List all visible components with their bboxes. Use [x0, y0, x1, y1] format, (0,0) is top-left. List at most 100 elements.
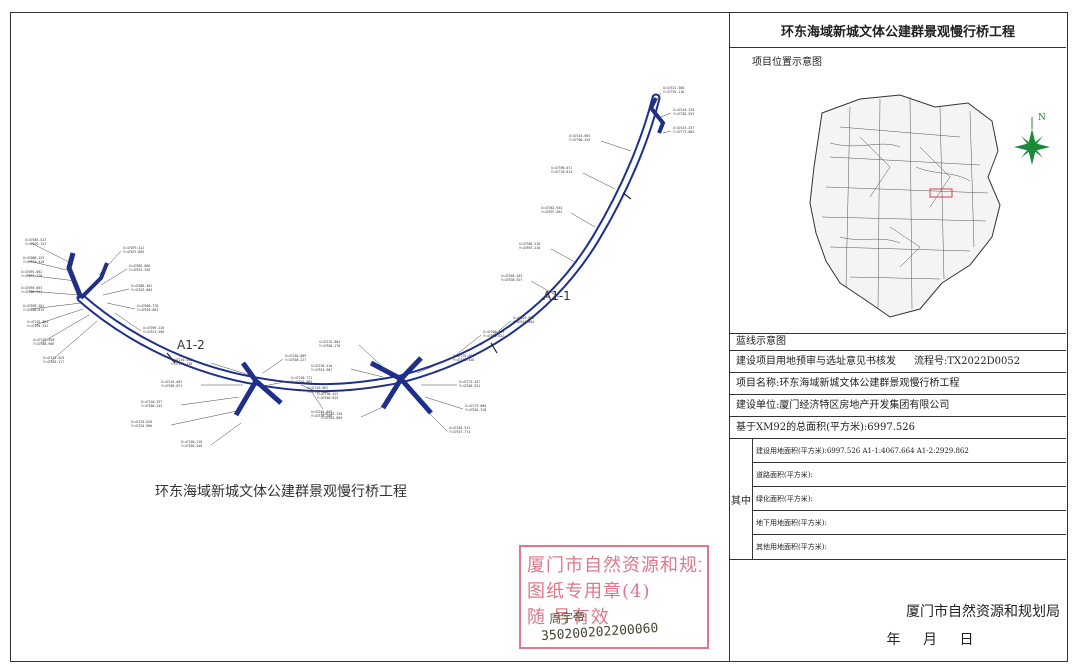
- svg-text:Y=47638.557: Y=47638.557: [501, 278, 522, 282]
- line-caption: 蓝线示意图: [730, 333, 1066, 351]
- green-area-row: 绿化面积(平方米):: [752, 487, 1066, 511]
- svg-text:X=47107.450: X=47107.450: [33, 338, 54, 342]
- svg-text:Y=47782.553: Y=47782.553: [673, 112, 694, 116]
- svg-text:X=47190.771: X=47190.771: [291, 376, 312, 380]
- svg-text:X=47284.512: X=47284.512: [449, 426, 470, 430]
- svg-text:Y=47565.871: Y=47565.871: [161, 384, 182, 388]
- svg-text:Y=47566.931: Y=47566.931: [459, 384, 480, 388]
- panel-title: 环东海域新城文体公建群景观慢行桥工程: [730, 13, 1066, 48]
- svg-text:Y=47590.622: Y=47590.622: [483, 334, 504, 338]
- svg-text:Y=47760.429: Y=47760.429: [569, 138, 590, 142]
- issuing-authority: 厦门市自然资源和规划局: [906, 604, 1060, 620]
- svg-text:X=47140.552: X=47140.552: [171, 358, 192, 362]
- svg-text:X=47098.201: X=47098.201: [23, 304, 44, 308]
- date-month: 月: [923, 632, 937, 648]
- svg-text:Y=47637.805: Y=47637.805: [123, 250, 144, 254]
- approval-label: 建设项目用地预审与选址意见书核发: [736, 356, 896, 367]
- svg-text:Y=47547.362: Y=47547.362: [307, 390, 328, 394]
- route-label-a1-2: A1-2: [177, 338, 205, 352]
- svg-text:X=47245.130: X=47245.130: [321, 412, 342, 416]
- date-day: 日: [959, 632, 974, 648]
- svg-text:X=47415.337: X=47415.337: [673, 126, 694, 130]
- location-map-svg: [809, 94, 1050, 318]
- svg-text:Y=47548.227: Y=47548.227: [285, 358, 306, 362]
- svg-text:Y=47600.019: Y=47600.019: [23, 308, 44, 312]
- svg-text:X=47275.207: X=47275.207: [459, 380, 480, 384]
- svg-text:X=47418.220: X=47418.220: [673, 108, 694, 112]
- svg-text:Y=47551.907: Y=47551.907: [311, 368, 332, 372]
- junction-east: [369, 356, 433, 415]
- road-area-row: 道路面积(平方米):: [752, 463, 1066, 487]
- svg-text:X=47082.660: X=47082.660: [129, 264, 150, 268]
- svg-text:X=47236.410: X=47236.410: [311, 364, 332, 368]
- svg-text:Y=47556.170: Y=47556.170: [319, 344, 340, 348]
- svg-text:X=47421.508: X=47421.508: [663, 86, 684, 90]
- approval-row: 建设项目用地预审与选址意见书核发 流程号:TX2022D0052: [730, 351, 1066, 373]
- segment-ticks: [166, 192, 632, 364]
- svg-text:X=47150.337: X=47150.337: [141, 400, 162, 404]
- svg-text:X=47160.118: X=47160.118: [181, 440, 202, 444]
- date-year: 年: [886, 632, 901, 648]
- svg-text:X=47366.218: X=47366.218: [519, 242, 540, 246]
- total-area-row: 基于XM92的总面积(平方米):6997.526: [730, 417, 1066, 439]
- site-marker: [929, 188, 953, 198]
- svg-text:Y=47612.778: Y=47612.778: [21, 274, 42, 278]
- info-panel: 环东海域新城文体公建群景观慢行桥工程 项目位置示意图: [729, 13, 1067, 661]
- svg-text:Y=47629.122: Y=47629.122: [25, 242, 46, 246]
- svg-text:Y=47697.602: Y=47697.602: [541, 210, 562, 214]
- svg-text:X=47085.523: X=47085.523: [25, 238, 46, 242]
- svg-text:Y=47571.448: Y=47571.448: [453, 358, 474, 362]
- svg-text:X=47240.662: X=47240.662: [307, 386, 328, 390]
- builder-row: 建设单位:厦门经济特区房地产开发集团有限公司: [730, 395, 1066, 417]
- svg-text:Y=47562.310: Y=47562.310: [465, 408, 486, 412]
- area-breakdown-table: 其中 建设用地面积(平方米):6997.526 A1-1:4067.664 A1…: [730, 439, 1066, 560]
- svg-text:Y=47554.906: Y=47554.906: [131, 424, 152, 428]
- svg-text:X=47145.003: X=47145.003: [161, 380, 182, 384]
- stamp-line-1: 厦门市自然资源和规划局: [527, 555, 701, 576]
- svg-text:X=47348.103: X=47348.103: [501, 274, 522, 278]
- top-ramp: [648, 97, 666, 134]
- route-label-a1-1: A1-1: [543, 289, 571, 303]
- svg-text:X=47091.002: X=47091.002: [21, 270, 42, 274]
- svg-text:X=47095.216: X=47095.216: [143, 326, 164, 330]
- svg-text:X=47112.029: X=47112.029: [43, 356, 64, 360]
- construction-area-row: 建设用地面积(平方米):6997.526 A1-1:4067.664 A1-2:…: [752, 439, 1066, 463]
- svg-text:X=47102.884: X=47102.884: [27, 320, 48, 324]
- svg-text:Y=47560.242: Y=47560.242: [141, 404, 162, 408]
- svg-text:Y=47625.004: Y=47625.004: [131, 288, 152, 292]
- stamp-line-2: 图纸专用章(4): [527, 581, 651, 602]
- stamp-line-3: 随 号有效: [527, 607, 610, 628]
- svg-text:Y=47583.117: Y=47583.117: [43, 360, 64, 364]
- svg-text:X=47270.995: X=47270.995: [453, 354, 474, 358]
- svg-text:X=47086.301: X=47086.301: [131, 284, 152, 288]
- district-outline: [809, 94, 1001, 318]
- project-name-row: 项目名称:环东海域新城文体公建群景观慢行桥工程: [730, 373, 1066, 395]
- svg-text:X=47398.071: X=47398.071: [551, 166, 572, 170]
- svg-text:Y=47631.290: Y=47631.290: [129, 268, 150, 272]
- left-ramp: [66, 252, 84, 299]
- north-arrow-icon: [1014, 117, 1050, 165]
- svg-text:Y=47773.084: Y=47773.084: [673, 130, 694, 134]
- svg-text:Y=47618.663: Y=47618.663: [137, 308, 158, 312]
- north-label: N: [1038, 113, 1046, 123]
- among-label: 其中: [730, 439, 753, 559]
- svg-text:X=47300.419: X=47300.419: [483, 330, 504, 334]
- flow-number: 流程号:TX2022D0052: [914, 356, 1021, 367]
- location-map-box: 项目位置示意图: [730, 47, 1066, 334]
- svg-text:X=47325.876: X=47325.876: [513, 316, 534, 320]
- svg-text:Y=47594.332: Y=47594.332: [27, 324, 48, 328]
- svg-text:Y=47612.300: Y=47612.300: [143, 330, 164, 334]
- svg-text:Y=47728.813: Y=47728.813: [551, 170, 572, 174]
- svg-text:X=47279.880: X=47279.880: [465, 404, 486, 408]
- svg-text:Y=47544.083: Y=47544.083: [291, 380, 312, 384]
- svg-text:X=47410.665: X=47410.665: [569, 134, 590, 138]
- coordinate-leaders: [26, 92, 672, 446]
- left-ramp-2: [79, 262, 109, 300]
- bridge-project-title: 环东海域新城文体公建群景观慢行桥工程: [155, 484, 407, 500]
- svg-text:X=47232.884: X=47232.884: [319, 340, 340, 344]
- date-line: 年 月 日: [730, 629, 1066, 649]
- svg-text:Y=47606.541: Y=47606.541: [21, 290, 42, 294]
- svg-text:X=47090.778: X=47090.778: [137, 304, 158, 308]
- svg-text:X=47094.663: X=47094.663: [21, 286, 42, 290]
